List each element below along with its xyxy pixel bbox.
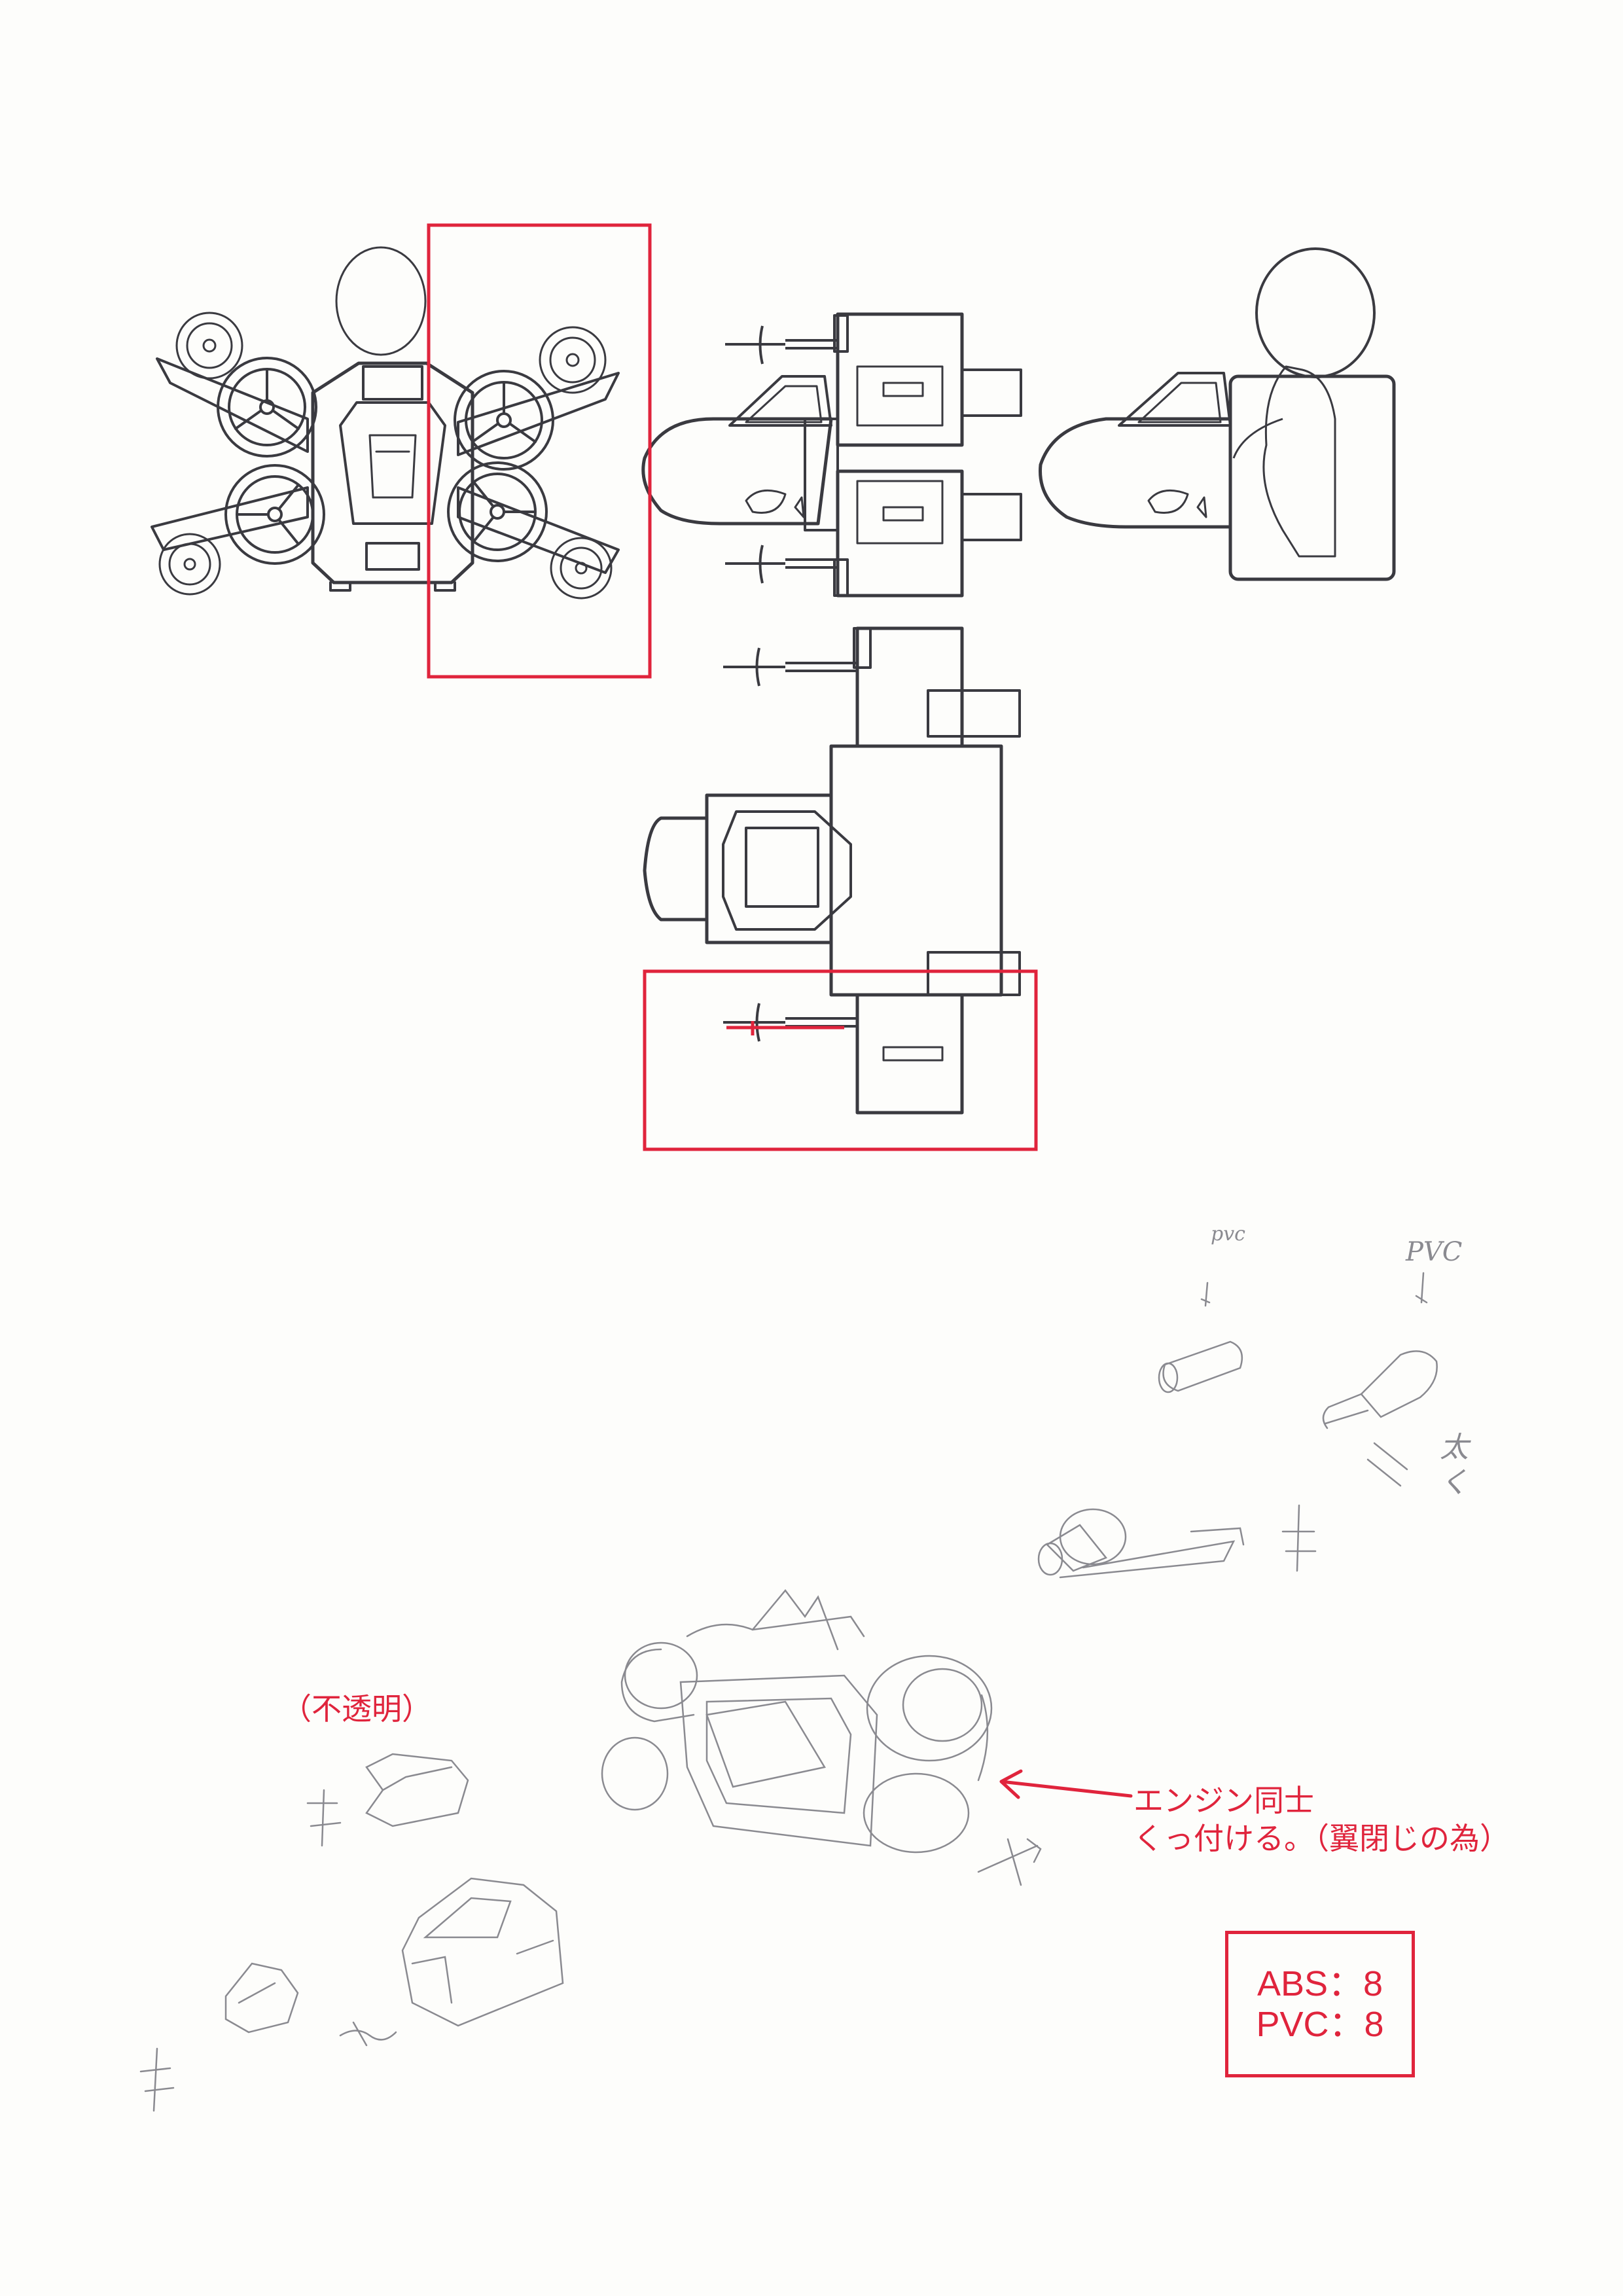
top-exhaust-upper [927, 689, 1021, 738]
top-nose [643, 816, 709, 922]
side-engine-lower-panel [856, 480, 944, 545]
outer-fan-lower-right [550, 537, 613, 600]
pencil-sketches [139, 1272, 1438, 2112]
side-exhaust-lower [961, 493, 1022, 541]
side-exhaust-upper [961, 368, 1022, 417]
thick-note: 太く [1440, 1431, 1469, 1499]
pilot-intake [1147, 489, 1189, 514]
pilot-body [1262, 365, 1336, 558]
gun-highlight [726, 1021, 844, 1035]
big-fan-upper-left [217, 357, 317, 457]
top-center-hull [829, 744, 1003, 997]
front-body [311, 361, 474, 584]
front-view-drawing [151, 246, 620, 600]
pilot-nose [1039, 417, 1232, 529]
front-skids [329, 581, 456, 592]
side-marker [794, 496, 805, 518]
arrow-engine-note [999, 1769, 1133, 1799]
abs-count: ABS：8 [1257, 1964, 1383, 2003]
red-markings [427, 223, 1133, 1799]
top-cockpit [722, 810, 852, 931]
wing-upper-left [156, 357, 309, 453]
big-fan-lower-right [447, 461, 548, 562]
pilot-marker [1196, 496, 1207, 518]
side-view-with-pilot-drawing [1039, 247, 1396, 581]
pilot-head [335, 246, 427, 356]
opaque-label: （不透明） [281, 1691, 432, 1727]
small-part-sketch [139, 1962, 397, 2112]
material-count-box: ABS：8 PVC：8 [1225, 1931, 1415, 2077]
canopy-part-sketch [306, 1753, 469, 1847]
top-engine-lower-panel [882, 1046, 944, 1062]
side-canopy-inner [745, 385, 823, 423]
side-nose [641, 417, 833, 526]
side-intake [745, 489, 787, 514]
top-fuselage [705, 793, 833, 944]
pvc-note-2: PVC [1406, 1237, 1463, 1267]
pvc-note-1: pvc [1211, 1223, 1245, 1246]
callout-box-wing [427, 223, 652, 679]
pvc-count: PVC：8 [1256, 2005, 1384, 2044]
side-engine-lower-cap [833, 558, 849, 597]
side-hull [804, 418, 839, 531]
wing-lower-left [151, 486, 309, 551]
engine-part-sketch [1037, 1504, 1317, 1579]
pvc-part-sketch-2 [1322, 1272, 1438, 1487]
top-cockpit-glass [745, 827, 819, 908]
front-plate [365, 542, 420, 571]
side-engine-upper-cap [833, 314, 849, 353]
wing-lower-right [457, 486, 620, 574]
front-canopy-frame [368, 434, 417, 499]
top-view-drawing [643, 626, 1021, 1115]
big-fan-lower-left [224, 464, 325, 565]
big-fan-upper-right [454, 370, 554, 471]
engine-note: エンジン同士 くっ付ける。（翼閉じの為） [1133, 1783, 1510, 1856]
side-canopy [728, 375, 832, 427]
top-engine-lower [855, 993, 964, 1115]
outer-fan-upper-right [539, 326, 607, 394]
top-exhaust-lower [927, 951, 1021, 996]
top-gun-upper [723, 647, 857, 687]
wing-upper-right [457, 372, 620, 456]
pvc-part-sketch-1 [1158, 1282, 1243, 1393]
side-gun-upper [725, 325, 838, 365]
pilot-canopy [1118, 372, 1232, 427]
outer-fan-upper-left [175, 312, 243, 380]
front-canopy [339, 401, 446, 525]
side-engine-upper-panel [856, 365, 944, 427]
side-gun-lower [725, 545, 838, 584]
cockpit-part-sketch [401, 1877, 564, 2027]
callout-box-gun [643, 969, 1038, 1151]
wing-fold-sketch [601, 1588, 1042, 1886]
front-vent-top [362, 365, 423, 401]
top-engine-upper [855, 626, 964, 748]
pilot-arm [1232, 418, 1283, 459]
outer-fan-lower-left [158, 533, 221, 596]
pilot-engine-block [1228, 374, 1396, 581]
pilot-canopy-inner [1137, 382, 1222, 423]
top-engine-upper-cap [853, 627, 872, 669]
side-view-drawing [641, 312, 1022, 598]
pilot-head-side [1255, 247, 1376, 378]
top-gun-lower [723, 1003, 857, 1042]
